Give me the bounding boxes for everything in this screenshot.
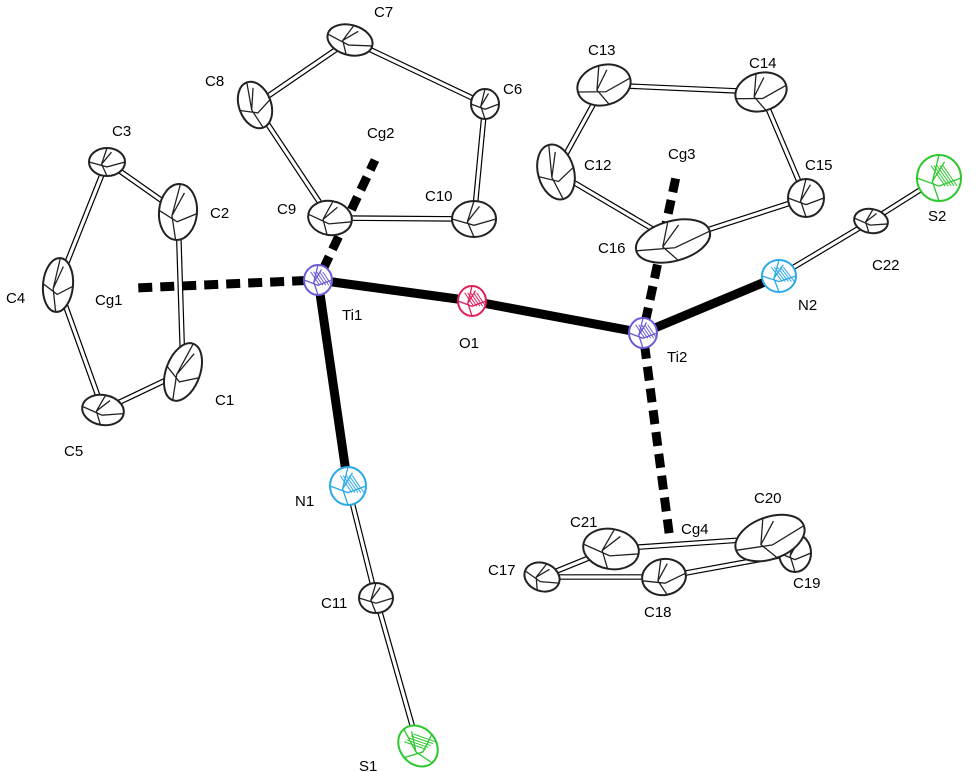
centroid-label-cg4: Cg4 — [681, 521, 709, 538]
atom-label-c7: C7 — [374, 4, 393, 21]
atoms-layer — [41, 23, 962, 768]
atom-c5 — [81, 393, 125, 427]
atom-label-n1: N1 — [295, 493, 314, 510]
atom-label-c10: C10 — [425, 188, 453, 205]
atom-label-c14: C14 — [749, 55, 777, 72]
atom-s2 — [916, 154, 962, 202]
bond-c3-c4 — [60, 172, 106, 275]
bond-c16-c12 — [567, 177, 660, 235]
atom-n1 — [329, 466, 367, 506]
atom-label-c12: C12 — [584, 157, 612, 174]
atom-c21 — [582, 527, 640, 571]
atom-label-c5: C5 — [64, 443, 83, 460]
atom-c13 — [576, 63, 632, 107]
atom-c18 — [641, 557, 687, 597]
atom-label-c16: C16 — [598, 240, 626, 257]
bond-c9-c10 — [344, 215, 459, 222]
bond-n2-c22 — [789, 223, 864, 272]
atom-c7 — [326, 23, 374, 57]
bond-ti1-cg2 — [319, 158, 380, 272]
atom-c6 — [470, 88, 500, 120]
atom-c2 — [157, 183, 199, 241]
atom-c10 — [451, 200, 497, 238]
bond-c12-c13 — [560, 98, 599, 160]
centroid-label-cg3: Cg3 — [668, 146, 696, 163]
atom-label-c22: C22 — [872, 257, 900, 274]
atom-c14 — [734, 71, 788, 113]
bond-c7-c8 — [264, 44, 342, 100]
bond-c8-c9 — [260, 114, 325, 208]
atom-label-c20: C20 — [754, 490, 782, 507]
bond-c13-c14 — [620, 82, 745, 95]
bond-o1-ti2 — [482, 298, 633, 336]
atom-label-c9: C9 — [277, 201, 296, 218]
atom-label-c19: C19 — [793, 575, 821, 592]
atom-label-c6: C6 — [503, 81, 522, 98]
atom-c3 — [88, 147, 126, 177]
atom-label-c3: C3 — [112, 123, 131, 140]
atom-label-c4: C4 — [6, 290, 25, 307]
bond-ti2-n2 — [652, 277, 769, 333]
bond-c18-c17 — [553, 574, 649, 580]
atom-ti2 — [628, 317, 658, 349]
atom-label-c21: C21 — [570, 514, 598, 531]
atom-label-n2: N2 — [798, 297, 817, 314]
atom-label-c8: C8 — [205, 73, 224, 90]
bond-ti1-o1 — [329, 277, 461, 304]
bond-c21-c20 — [627, 536, 753, 551]
bond-c10-c6 — [472, 115, 487, 205]
bond-c22-s2 — [878, 185, 925, 218]
bond-c4-c5 — [59, 296, 102, 399]
atom-c1 — [163, 342, 203, 402]
bond-c2-c3 — [115, 166, 167, 205]
bond-c11-s1 — [376, 609, 417, 733]
centroid-label-cg2: Cg2 — [367, 125, 395, 142]
bond-n1-c11 — [348, 500, 376, 587]
atom-label-c13: C13 — [588, 42, 616, 59]
atom-c16 — [634, 218, 712, 264]
atom-label-c18: C18 — [644, 604, 672, 621]
atom-c17 — [523, 561, 561, 593]
centroid-label-cg1: Cg1 — [95, 292, 123, 309]
atom-label-c17: C17 — [488, 562, 516, 579]
atom-n2 — [761, 259, 797, 293]
atom-c4 — [41, 257, 75, 313]
bond-c6-c7 — [360, 42, 476, 102]
atom-label-c2: C2 — [210, 205, 229, 222]
atom-c9 — [307, 199, 353, 237]
atom-label-c11: C11 — [321, 595, 347, 612]
atom-label-ti1: Ti1 — [342, 307, 362, 324]
atom-o1 — [457, 285, 487, 317]
atom-ti1 — [303, 264, 333, 296]
bonds-layer — [59, 42, 925, 733]
labels-layer: C1C2C3C4C5C6C7C8C9C10C11C12C13C14C15C16C… — [6, 4, 946, 772]
bond-ti1-cg1 — [134, 276, 307, 293]
atom-label-c15: C15 — [805, 157, 833, 174]
atom-label-s2: S2 — [928, 208, 946, 225]
atom-label-o1: O1 — [459, 335, 479, 352]
atom-c11 — [358, 582, 394, 614]
atom-c22 — [853, 207, 889, 235]
bond-ti1-n1 — [315, 291, 351, 472]
bond-c1-c2 — [175, 228, 186, 358]
bond-c14-c15 — [764, 105, 803, 186]
bond-ti2-cg4 — [640, 344, 675, 541]
atom-c20 — [734, 513, 806, 563]
atom-s1 — [397, 724, 439, 768]
bond-c5-c1 — [113, 375, 172, 408]
atom-c8 — [236, 80, 274, 130]
atom-label-ti2: Ti2 — [667, 349, 687, 366]
atom-c15 — [787, 178, 825, 218]
atom-c12 — [536, 143, 576, 201]
atom-label-s1: S1 — [359, 758, 377, 772]
atom-label-c1: C1 — [215, 392, 234, 409]
